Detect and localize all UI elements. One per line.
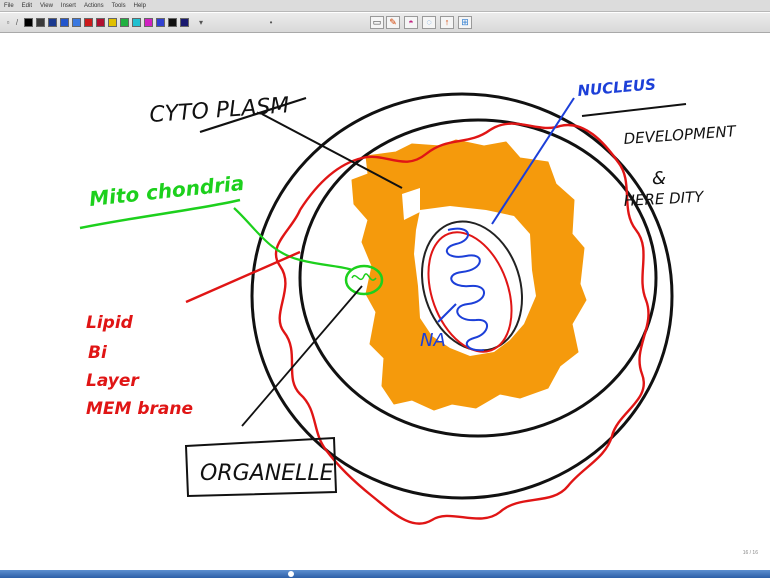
label-ampersand: & [652, 168, 666, 189]
insert-space-icon[interactable]: ⊞ [458, 16, 472, 29]
menu-file[interactable]: File [4, 0, 14, 12]
pen-icon[interactable]: ✎ [386, 16, 400, 29]
nucleus-underline [582, 104, 686, 116]
label-nucleus: NUCLEUS [577, 75, 657, 100]
color-swatch[interactable] [144, 18, 153, 27]
eraser-icon[interactable]: ◓ [404, 16, 418, 29]
label-lipid: Lipid [86, 313, 134, 333]
ink-layer: CYTO PLASM NUCLEUS DEVELOPMENT & HERE DI… [0, 34, 770, 570]
lasso-icon[interactable]: ◌ [422, 16, 436, 29]
menu-help[interactable]: Help [134, 0, 146, 12]
color-swatch[interactable] [72, 18, 81, 27]
label-organelle: ORGANELLE [200, 461, 334, 486]
color-swatch[interactable] [120, 18, 129, 27]
color-swatch[interactable] [48, 18, 57, 27]
menu-edit[interactable]: Edit [22, 0, 32, 12]
label-heredity: HERE DITY [623, 188, 705, 210]
label-bi: Bi [88, 343, 108, 363]
pin-icon[interactable]: • [268, 17, 274, 28]
taskbar-strip [0, 570, 770, 578]
menu-view[interactable]: View [40, 0, 53, 12]
menu-actions[interactable]: Actions [84, 0, 104, 12]
color-swatch[interactable] [180, 18, 189, 27]
shape-icon[interactable]: ↑ [440, 16, 454, 29]
label-membrane: MEM brane [86, 399, 193, 419]
page-icon[interactable]: ▫ [4, 17, 12, 28]
color-swatch[interactable] [108, 18, 117, 27]
taskbar-dot-icon [288, 571, 294, 577]
label-na: NA [420, 330, 446, 351]
color-swatch[interactable] [132, 18, 141, 27]
color-swatch[interactable] [36, 18, 45, 27]
menu-bar: File Edit View Insert Actions Tools Help [0, 0, 770, 12]
writing-canvas[interactable]: CYTO PLASM NUCLEUS DEVELOPMENT & HERE DI… [0, 34, 770, 570]
menu-insert[interactable]: Insert [61, 0, 76, 12]
label-layer: Layer [86, 371, 140, 391]
dropdown-arrow-icon[interactable]: ▾ [196, 17, 206, 28]
color-swatch[interactable] [84, 18, 93, 27]
label-cytoplasm: CYTO PLASM [149, 93, 290, 128]
color-swatch[interactable] [156, 18, 165, 27]
menu-tools[interactable]: Tools [112, 0, 126, 12]
color-swatch[interactable] [24, 18, 33, 27]
page-indicator: 16 / 16 [743, 550, 758, 556]
pen-width-icon[interactable]: / [13, 17, 21, 28]
pen-toolbar: ▫ / ▾ • ▭ ✎ ◓ ◌ ↑ ⊞ [0, 13, 770, 33]
selection-icon[interactable]: ▭ [370, 16, 384, 29]
mitochondria-pointer-line [234, 208, 352, 270]
color-swatch[interactable] [60, 18, 69, 27]
cytoplasm-pointer-line [262, 114, 402, 188]
color-swatch[interactable] [96, 18, 105, 27]
color-swatch[interactable] [168, 18, 177, 27]
label-development: DEVELOPMENT [623, 122, 738, 148]
